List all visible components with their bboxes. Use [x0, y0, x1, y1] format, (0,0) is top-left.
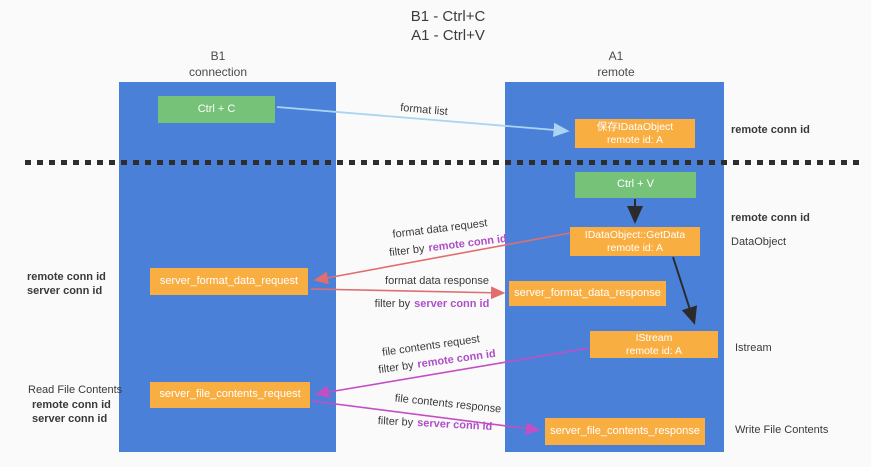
lane-a1-title: A1: [608, 49, 624, 63]
lane-header-b1: B1 connection: [189, 48, 247, 80]
ctrl-v-box: Ctrl + V: [575, 172, 696, 198]
remote-conn-id-annotation-top-right: remote conn id: [731, 124, 810, 136]
istream-annotation: Istream: [735, 342, 772, 354]
filter-by-text: filter by: [374, 298, 411, 310]
lane-header-a1: A1 remote: [597, 48, 634, 80]
server-file-contents-response-label: server_file_contents_response: [550, 424, 700, 437]
server-file-contents-request-label: server_file_contents_request: [159, 388, 301, 401]
remote-conn-id-annotation-right: remote conn id: [731, 212, 810, 224]
getdata-line1: IDataObject::GetData: [584, 228, 686, 241]
diagram-title: B1 - Ctrl+C A1 - Ctrl+V: [411, 8, 486, 46]
phase-divider-dashed-line: [25, 160, 865, 165]
server-file-contents-request-box: server_file_contents_request: [150, 382, 310, 408]
server-conn-id-annotation-left-1: server conn id: [27, 285, 103, 297]
ctrl-c-box: Ctrl + C: [158, 96, 275, 123]
format-list-label: format list: [399, 101, 449, 119]
save-idataobject-box: 保存IDataObject remote id: A: [575, 119, 695, 148]
title-line-1: B1 - Ctrl+C: [410, 8, 486, 25]
lane-a1-subtitle: remote: [597, 65, 635, 80]
format-data-response-arrow: [310, 286, 506, 300]
read-file-contents-annotation: Read File Contents: [28, 384, 123, 396]
ctrl-v-label: Ctrl + V: [617, 178, 654, 191]
istream-line2: remote id: A: [625, 344, 683, 357]
server-format-data-response-box: server_format_data_response: [509, 281, 666, 306]
ctrl-c-label: Ctrl + C: [197, 102, 236, 115]
server-format-data-request-label: server_format_data_request: [159, 274, 299, 287]
server-conn-id-annotation-left-2: server conn id: [32, 413, 108, 425]
remote-conn-id-annotation-left-2: remote conn id: [32, 399, 111, 411]
idataobject-getdata-box: IDataObject::GetData remote id: A: [570, 227, 700, 256]
server-conn-id-text: server conn id: [414, 298, 490, 310]
remote-conn-id-text: remote conn id: [427, 232, 508, 255]
server-format-data-request-box: server_format_data_request: [150, 268, 308, 295]
server-conn-id-text: server conn id: [416, 417, 493, 433]
lane-b1-subtitle: connection: [188, 65, 248, 80]
remote-conn-id-annotation-left-1: remote conn id: [27, 271, 106, 283]
lane-b1-title: B1: [210, 49, 226, 63]
write-file-contents-annotation: Write File Contents: [735, 424, 829, 436]
file-contents-response-label: file contents response: [394, 392, 502, 416]
istream-box: IStream remote id: A: [590, 331, 718, 358]
save-idataobject-line1: 保存IDataObject: [596, 120, 674, 133]
title-line-2: A1 - Ctrl+V: [411, 26, 485, 44]
server-format-data-response-label: server_format_data_response: [514, 286, 661, 299]
server-file-contents-response-box: server_file_contents_response: [545, 418, 705, 445]
getdata-line2: remote id: A: [606, 241, 664, 254]
filter-by-text: filter by: [377, 359, 415, 377]
save-idataobject-line2: remote id: A: [606, 133, 664, 146]
filter-by-text: filter by: [377, 415, 414, 429]
format-data-response-label: format data response: [385, 275, 489, 287]
istream-line1: IStream: [635, 331, 673, 344]
filter-by-text: filter by: [388, 242, 426, 260]
dataobject-annotation: DataObject: [731, 236, 787, 248]
